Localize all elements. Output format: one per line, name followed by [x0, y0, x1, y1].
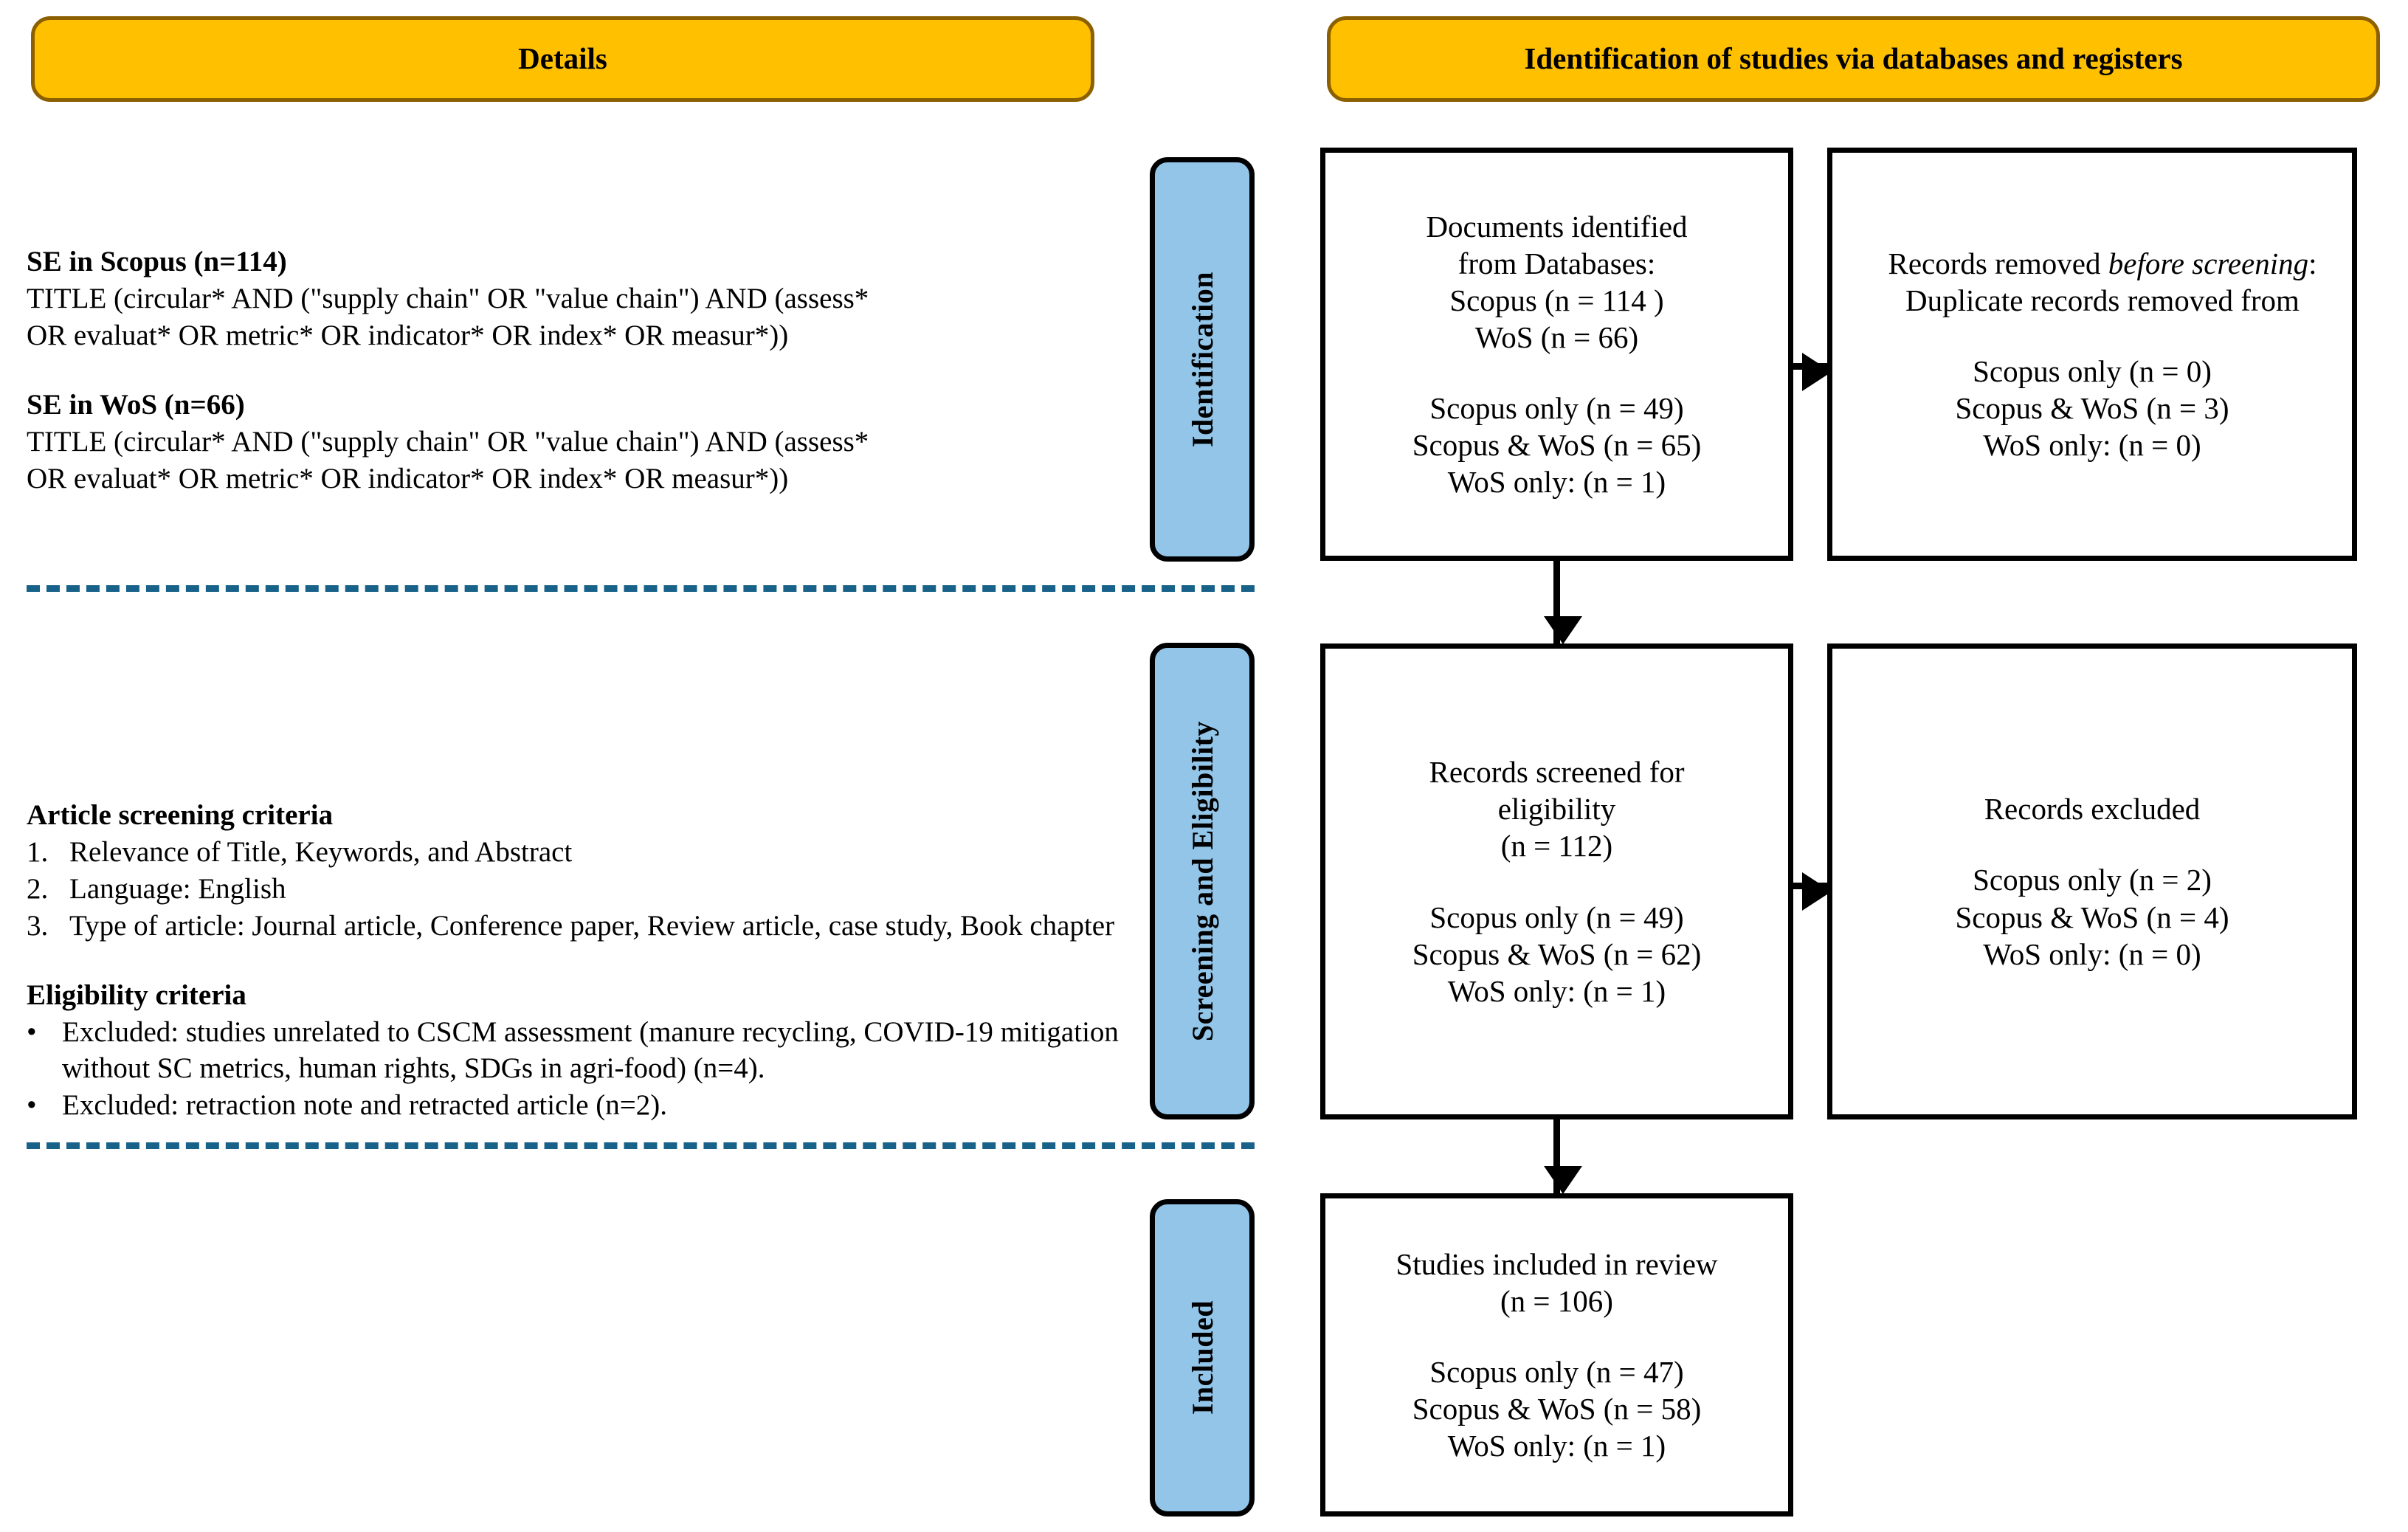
details-header-label: Details	[518, 41, 607, 76]
screened-count: (n = 112)	[1500, 829, 1613, 863]
list-item-label: Language: English	[69, 872, 286, 905]
box-documents-identified: Documents identified from Databases: Sco…	[1320, 148, 1793, 561]
screened-scopus-and-wos: Scopus & WoS (n = 62)	[1412, 936, 1702, 971]
details-column: SE in Scopus (n=114) TITLE (circular* AN…	[27, 244, 1134, 497]
excluded-scopus-and-wos: Scopus & WoS (n = 4)	[1955, 900, 2229, 934]
list-item: 3. Type of article: Journal article, Con…	[27, 908, 1134, 945]
identification-header-banner: Identification of studies via databases …	[1327, 16, 2380, 102]
list-item-label: Excluded: studies unrelated to CSCM asse…	[62, 1015, 1119, 1085]
list-marker: 1.	[27, 835, 49, 868]
box-records-screened: Records screened for eligibility (n = 11…	[1320, 643, 1793, 1119]
removed-scopus-and-wos: Scopus & WoS (n = 3)	[1955, 391, 2229, 425]
removed-title-post: :	[2308, 246, 2317, 280]
identified-title-line-1: Documents identified	[1426, 209, 1688, 244]
list-item-label: Relevance of Title, Keywords, and Abstra…	[69, 835, 573, 868]
removed-wos-only: WoS only: (n = 0)	[1983, 428, 2201, 463]
screening-criteria-block: Article screening criteria 1. Relevance …	[27, 797, 1134, 1124]
stage-label-screening-eligibility-text: Screening and Eligibility	[1185, 720, 1219, 1042]
removed-title-line-2: Duplicate records removed from	[1905, 283, 2300, 317]
screening-criteria-list: 1. Relevance of Title, Keywords, and Abs…	[27, 834, 1134, 945]
list-marker: 3.	[27, 909, 49, 942]
eligibility-criteria-list: • Excluded: studies unrelated to CSCM as…	[27, 1014, 1134, 1125]
scopus-search-string-line-1: TITLE (circular* AND ("supply chain" OR …	[27, 282, 869, 314]
wos-search-heading: SE in WoS (n=66)	[27, 388, 245, 421]
removed-title-italic: before screening	[2108, 246, 2309, 280]
identified-title-line-2: from Databases:	[1457, 246, 1656, 280]
excluded-title: Records excluded	[1984, 792, 2201, 827]
list-item: 2. Language: English	[27, 871, 1134, 908]
arrow-right-identified-to-removed	[1793, 353, 1832, 391]
list-item-label: Excluded: retraction note and retracted …	[62, 1089, 668, 1122]
removed-title-pre: Records removed	[1888, 246, 2108, 280]
scopus-search-string-line-2: OR evaluat* OR metric* OR indicator* OR …	[27, 319, 789, 351]
list-item: 1. Relevance of Title, Keywords, and Abs…	[27, 834, 1134, 871]
removed-scopus-only: Scopus only (n = 0)	[1973, 353, 2212, 388]
list-item-label: Type of article: Journal article, Confer…	[69, 909, 1115, 942]
arrow-right-screened-to-excluded	[1793, 872, 1832, 911]
identified-scopus-only: Scopus only (n = 49)	[1429, 391, 1684, 425]
stage-label-identification: Identification	[1150, 157, 1255, 562]
screened-title-line-1: Records screened for	[1429, 755, 1685, 790]
identified-scopus-and-wos: Scopus & WoS (n = 65)	[1412, 428, 1702, 463]
eligibility-criteria-heading: Eligibility criteria	[27, 979, 246, 1011]
stage-label-screening-eligibility: Screening and Eligibility	[1150, 643, 1255, 1119]
spacer	[27, 945, 1134, 977]
bullet-marker: •	[27, 1015, 37, 1048]
included-count: (n = 106)	[1500, 1283, 1613, 1318]
excluded-scopus-only: Scopus only (n = 2)	[1973, 863, 2212, 897]
included-scopus-only: Scopus only (n = 47)	[1429, 1354, 1684, 1389]
section-divider-screening	[27, 1142, 1255, 1149]
stage-label-identification-text: Identification	[1185, 271, 1219, 448]
included-scopus-and-wos: Scopus & WoS (n = 58)	[1412, 1392, 1702, 1426]
box-records-excluded: Records excluded Scopus only (n = 2) Sco…	[1827, 643, 2357, 1119]
box-studies-included: Studies included in review (n = 106) Sco…	[1320, 1193, 1793, 1517]
details-header-banner: Details	[31, 16, 1094, 102]
wos-search-string-line-2: OR evaluat* OR metric* OR indicator* OR …	[27, 462, 789, 494]
arrow-down-identification-to-screening	[1544, 561, 1582, 644]
screened-scopus-only: Scopus only (n = 49)	[1429, 900, 1684, 934]
removed-title-line-1: Records removed before screening:	[1888, 245, 2316, 282]
list-item: • Excluded: studies unrelated to CSCM as…	[27, 1014, 1134, 1088]
screened-title-line-2: eligibility	[1497, 792, 1616, 827]
arrow-down-screening-to-included	[1544, 1119, 1582, 1194]
scopus-search-heading: SE in Scopus (n=114)	[27, 246, 287, 277]
identification-header-label: Identification of studies via databases …	[1524, 41, 2183, 76]
list-item: • Excluded: retraction note and retracte…	[27, 1087, 1134, 1124]
included-wos-only: WoS only: (n = 1)	[1447, 1429, 1666, 1463]
stage-label-included: Included	[1150, 1199, 1255, 1517]
excluded-wos-only: WoS only: (n = 0)	[1983, 936, 2201, 971]
identified-count-scopus: Scopus (n = 114 )	[1449, 283, 1664, 317]
list-marker: 2.	[27, 872, 49, 905]
identified-wos-only: WoS only: (n = 1)	[1447, 465, 1666, 500]
box-records-removed-before-screening: Records removed before screening: Duplic…	[1827, 148, 2357, 561]
wos-search-string-line-1: TITLE (circular* AND ("supply chain" OR …	[27, 425, 869, 458]
screened-wos-only: WoS only: (n = 1)	[1447, 973, 1666, 1008]
stage-label-included-text: Included	[1185, 1300, 1219, 1415]
identified-count-wos: WoS (n = 66)	[1474, 320, 1639, 354]
screening-criteria-heading: Article screening criteria	[27, 799, 334, 831]
bullet-marker: •	[27, 1089, 37, 1122]
spacer	[27, 354, 1134, 387]
section-divider-identification	[27, 585, 1255, 592]
included-title: Studies included in review	[1396, 1246, 1718, 1281]
